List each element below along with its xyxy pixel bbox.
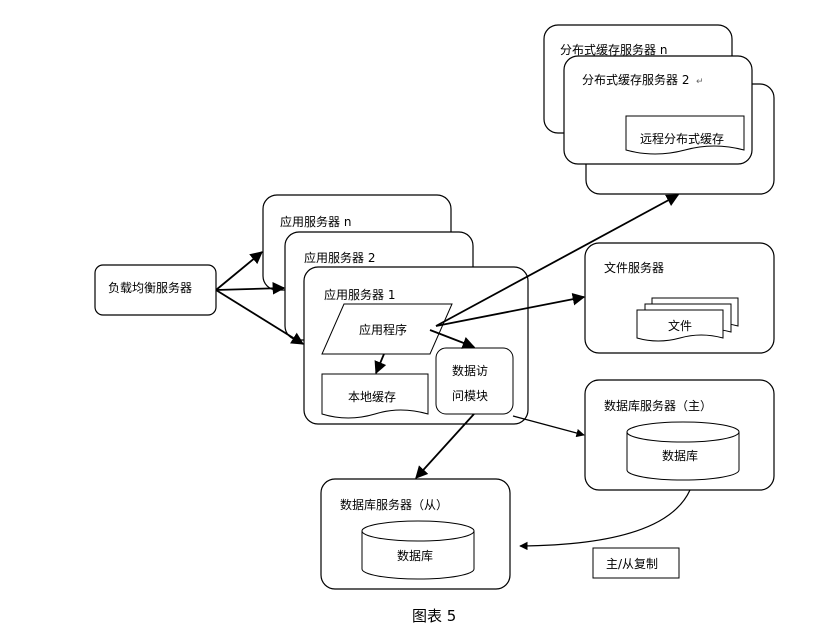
edge-app-to-file-server — [435, 292, 586, 327]
load-balancer-label: 负载均衡服务器 — [108, 280, 192, 295]
edge-app-to-data-access — [429, 329, 476, 349]
load-balancer: 负载均衡服务器 — [94, 264, 217, 316]
local-cache-document: 本地缓存 — [321, 373, 429, 419]
data-access-label-line1: 数据访 — [452, 363, 488, 378]
app-server-2-label: 应用服务器 2 — [304, 250, 375, 265]
edge-lb-to-app-2 — [215, 282, 286, 295]
db-slave-server: 数据库服务器（从） 数据库 — [320, 478, 511, 590]
file-server-label: 文件服务器 — [604, 260, 664, 275]
application-program: 应用程序 — [321, 303, 453, 355]
db-master-store-label: 数据库 — [662, 448, 698, 463]
edge-app-to-dist-cache — [435, 194, 680, 327]
db-master-label: 数据库服务器（主） — [604, 398, 712, 413]
data-access-module: 数据访 问模块 — [435, 347, 514, 415]
dist-cache-server-n-label: 分布式缓存服务器 n — [560, 42, 667, 57]
db-slave-label: 数据库服务器（从） — [340, 497, 448, 512]
local-cache-label: 本地缓存 — [348, 390, 396, 404]
figure-caption: 图表 5 — [412, 607, 456, 625]
edge-master-slave-replication — [519, 489, 691, 551]
edge-app-to-local-cache — [374, 353, 387, 375]
data-access-label-line2: 问模块 — [452, 389, 488, 403]
remote-cache-label: 远程分布式缓存 — [640, 131, 724, 146]
app-server-1-label: 应用服务器 1 — [324, 287, 395, 302]
app-server-n-label: 应用服务器 n — [280, 214, 351, 229]
file-label: 文件 — [668, 318, 692, 333]
edge-data-access-to-db-master — [512, 415, 585, 438]
replication-box: 主/从复制 — [592, 547, 680, 579]
edge-lb-to-app-1 — [215, 289, 305, 345]
dist-cache-server-2-label: 分布式缓存服务器 2 — [582, 72, 689, 87]
db-master-server: 数据库服务器（主） 数据库 — [584, 379, 775, 491]
file-server: 文件服务器 文件 — [584, 242, 775, 354]
paragraph-mark: ↵ — [696, 77, 704, 87]
edge-data-access-to-db-slave — [415, 413, 475, 479]
edge-lb-to-app-n — [215, 251, 263, 291]
db-slave-store-label: 数据库 — [397, 548, 433, 563]
application-program-label: 应用程序 — [359, 322, 407, 337]
remote-cache-document: 远程分布式缓存 — [625, 115, 745, 155]
replication-label: 主/从复制 — [606, 557, 658, 571]
